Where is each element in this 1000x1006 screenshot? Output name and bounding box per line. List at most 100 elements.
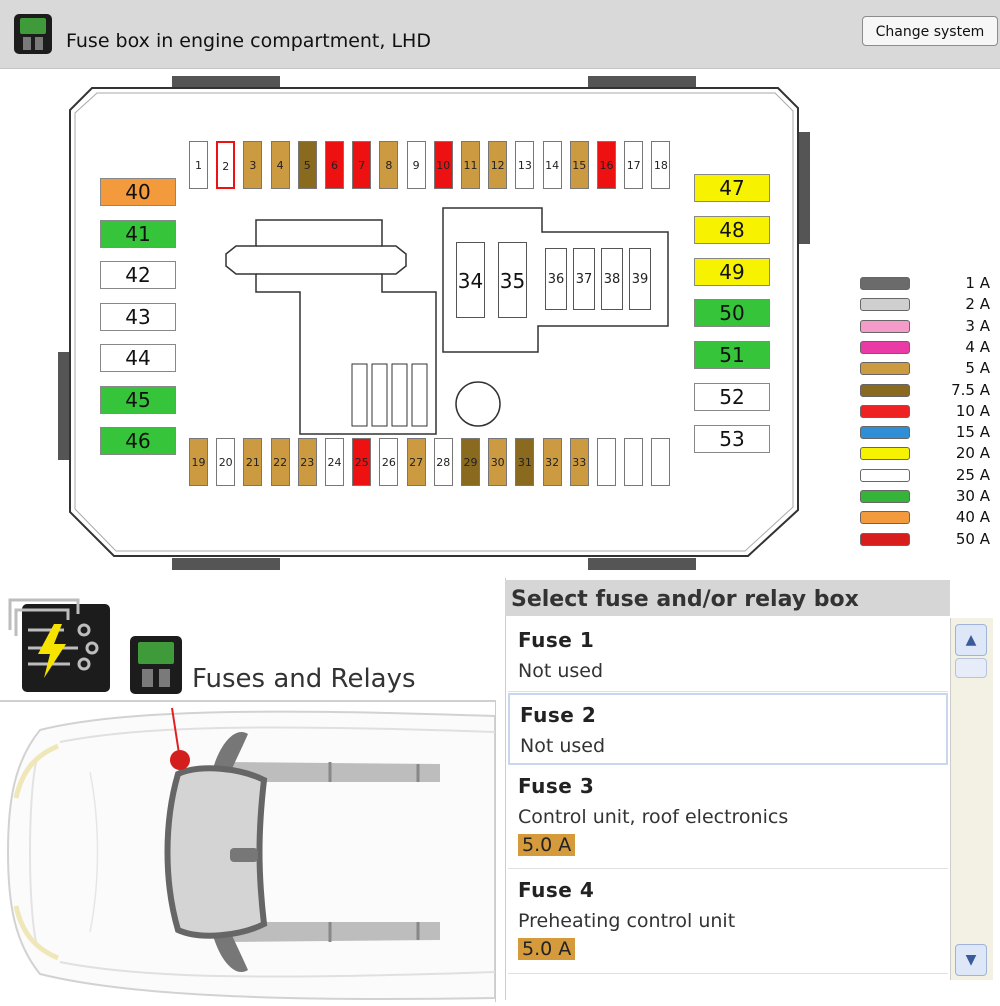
relay[interactable]: 39 <box>629 248 651 310</box>
legend-label: 1 A <box>965 274 990 292</box>
fuse-small[interactable]: 9 <box>406 141 426 189</box>
fuse-large[interactable]: 42 <box>100 261 176 289</box>
fuse-small[interactable]: 10 <box>433 141 453 189</box>
fuse-small[interactable]: 27 <box>406 438 426 486</box>
fuse-large[interactable]: 45 <box>100 385 176 414</box>
amperage-badge: 5.0 A <box>518 834 576 856</box>
legend-label: 20 A <box>955 444 990 463</box>
fuse-small[interactable]: 33 <box>569 438 589 486</box>
fuse-large[interactable]: 41 <box>100 219 176 248</box>
legend-swatch <box>860 319 910 333</box>
fuse-large[interactable]: 40 <box>100 178 176 206</box>
fuse-icon <box>14 14 52 54</box>
fuse-small[interactable]: 1 <box>189 141 208 189</box>
relay[interactable]: 38 <box>601 248 623 310</box>
list-item-description: Not used <box>518 660 604 682</box>
chevron-up-icon[interactable]: ▲ <box>955 624 987 656</box>
fuse-small[interactable]: 22 <box>270 438 290 486</box>
fuse-small[interactable]: 20 <box>216 438 236 486</box>
legend-swatch <box>860 490 910 503</box>
fuse-small[interactable]: 7 <box>352 141 372 189</box>
app-header <box>0 0 1000 69</box>
relay[interactable]: 34 <box>456 242 485 318</box>
fuse-small[interactable]: 16 <box>597 141 616 189</box>
relay[interactable]: 37 <box>573 248 595 310</box>
fuse-large[interactable]: 48 <box>694 215 770 244</box>
fuse-small[interactable]: 4 <box>270 141 290 189</box>
fuse-large[interactable]: 47 <box>694 174 770 202</box>
fuse-large[interactable]: 46 <box>100 427 176 455</box>
fuse-small[interactable]: 28 <box>433 438 453 486</box>
fuse-large[interactable]: 53 <box>694 424 770 453</box>
legend-swatch <box>860 298 910 312</box>
fuse-small[interactable] <box>597 438 616 486</box>
relay[interactable]: 35 <box>498 242 527 318</box>
amperage-badge: 5.0 A <box>518 938 576 960</box>
fuses-relays-title: Fuses and Relays <box>192 664 416 694</box>
chevron-down-icon[interactable]: ▼ <box>955 944 987 976</box>
fuse-small[interactable]: 18 <box>651 141 671 189</box>
list-item-title: Fuse 3 <box>518 774 595 798</box>
fuse-small[interactable]: 2 <box>216 141 236 189</box>
fuse-small[interactable]: 14 <box>542 141 562 189</box>
fuse-icon <box>130 636 182 694</box>
list-item-description: Not used <box>520 735 606 757</box>
legend-swatch <box>860 447 910 461</box>
fuse-large[interactable]: 50 <box>694 299 770 328</box>
fuse-large[interactable]: 49 <box>694 257 770 286</box>
fuse-large[interactable]: 44 <box>100 344 176 372</box>
fuse-small[interactable]: 6 <box>325 141 344 189</box>
car-diagram[interactable] <box>0 700 496 1002</box>
legend-label: 3 A <box>965 316 990 335</box>
legend-swatch <box>860 383 910 397</box>
fuse-small[interactable]: 3 <box>243 141 263 189</box>
legend-label: 7.5 A <box>951 380 990 399</box>
list-item-selected[interactable]: Fuse 2 Not used <box>508 693 948 765</box>
fuse-small[interactable]: 30 <box>488 438 508 486</box>
fuse-small[interactable]: 17 <box>624 141 644 189</box>
legend-label: 15 A <box>955 423 990 442</box>
change-system-button[interactable]: Change system <box>862 16 998 46</box>
fuse-small[interactable]: 25 <box>352 438 372 486</box>
fuse-small[interactable] <box>624 438 644 486</box>
fuse-small[interactable]: 15 <box>569 141 589 189</box>
list-item-title: Fuse 2 <box>520 703 597 727</box>
fuse-small[interactable]: 13 <box>515 141 535 189</box>
list-item-description: Control unit, roof electronics <box>518 806 789 828</box>
fuse-small[interactable]: 19 <box>189 438 208 486</box>
legend-label: 2 A <box>965 295 990 314</box>
list-item[interactable]: Fuse 1 Not used <box>508 620 948 692</box>
car-top-view-diagram[interactable] <box>0 702 496 1002</box>
fuse-small[interactable] <box>651 438 671 486</box>
fuse-small[interactable]: 12 <box>488 141 508 189</box>
list-item[interactable]: Fuse 3 Control unit, roof electronics 5.… <box>508 766 948 869</box>
legend-swatch <box>860 404 910 418</box>
fuse-small[interactable]: 32 <box>542 438 562 486</box>
fuse-small[interactable]: 21 <box>243 438 263 486</box>
fuse-large[interactable]: 51 <box>694 341 770 370</box>
fuse-small[interactable]: 8 <box>379 141 399 189</box>
scrollbar[interactable] <box>950 618 993 980</box>
legend-label: 50 A <box>955 529 990 548</box>
fuse-small[interactable]: 23 <box>297 438 317 486</box>
legend-label: 30 A <box>955 487 990 505</box>
fuse-small[interactable]: 26 <box>379 438 399 486</box>
legend-swatch <box>860 362 910 376</box>
fuse-large[interactable]: 52 <box>694 383 770 411</box>
fuse-small[interactable]: 29 <box>461 438 480 486</box>
fuse-small[interactable]: 11 <box>461 141 480 189</box>
fuse-small[interactable]: 24 <box>325 438 344 486</box>
page-title: Fuse box in engine compartment, LHD <box>66 30 431 52</box>
legend-swatch <box>860 277 910 290</box>
fuse-small[interactable]: 5 <box>297 141 317 189</box>
scrollbar-thumb[interactable] <box>955 658 987 678</box>
list-item[interactable]: Fuse 4 Preheating control unit 5.0 A <box>508 870 948 974</box>
fuse-small[interactable]: 31 <box>515 438 535 486</box>
circuit-lightning-icon <box>8 598 110 692</box>
relay[interactable]: 36 <box>545 248 567 310</box>
list-item-description: Preheating control unit <box>518 910 736 932</box>
list-item-title: Fuse 4 <box>518 878 595 902</box>
legend-swatch <box>860 532 910 546</box>
fuse-large[interactable]: 43 <box>100 302 176 331</box>
